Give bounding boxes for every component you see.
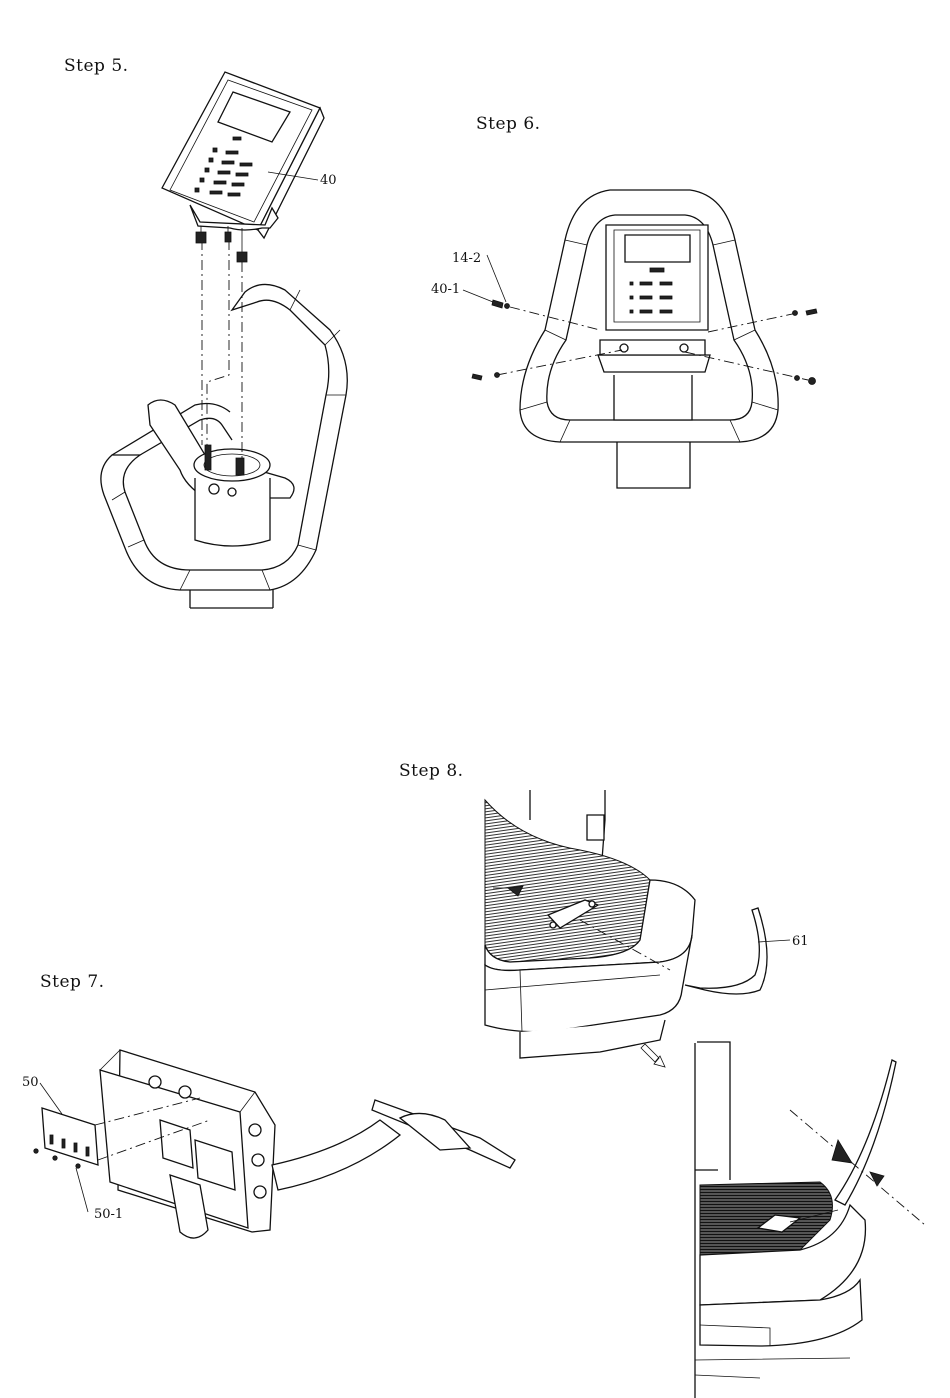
step-7-illustration: 50 50-1	[22, 1050, 515, 1238]
step-8-illustration: 61	[485, 790, 809, 1067]
step-5-illustration: 40	[101, 72, 347, 608]
step-8-detail	[695, 1042, 925, 1398]
part-50-1-label: 50-1	[94, 1207, 123, 1222]
part-40-label: 40	[320, 173, 337, 188]
part-50-label: 50	[22, 1075, 39, 1090]
part-40-1-label: 40-1	[431, 282, 460, 297]
part-61-label: 61	[792, 934, 809, 949]
part-14-2-label: 14-2	[452, 251, 481, 266]
step-6-illustration: 14-2 40-1	[431, 190, 817, 488]
